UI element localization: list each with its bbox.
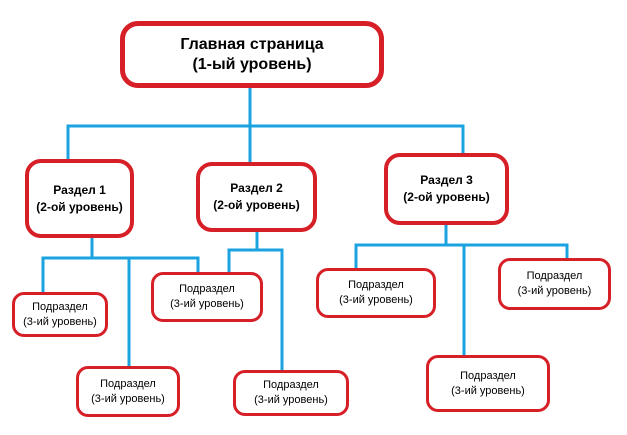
subsection-node-2: Подраздел (3-ий уровень): [76, 366, 180, 417]
node-title: Подраздел: [179, 283, 235, 295]
node-title: Подраздел: [32, 300, 88, 313]
node-title: Подраздел: [263, 379, 319, 391]
root-node-home-page: Главная страница (1-ый уровень): [120, 21, 384, 88]
node-level: (3-ий уровень): [339, 294, 413, 306]
subsection-node-6: Подраздел (3-ий уровень): [426, 355, 550, 412]
section-node-3: Раздел 3 (2-ой уровень): [384, 153, 509, 225]
node-level: (2-ой уровень): [213, 198, 300, 212]
subsection-node-5: Подраздел (3-ий уровень): [316, 268, 436, 318]
node-title: Раздел 3: [420, 173, 473, 187]
node-level: (3-ий уровень): [254, 394, 328, 406]
node-level: (3-ий уровень): [170, 298, 244, 310]
node-level: (2-ой уровень): [403, 190, 490, 204]
section-node-2: Раздел 2 (2-ой уровень): [196, 162, 317, 232]
node-level: (3-ий уровень): [23, 315, 97, 328]
node-title: Главная страница: [180, 35, 324, 53]
node-title: Подраздел: [460, 369, 516, 382]
subsection-node-1: Подраздел (3-ий уровень): [12, 292, 108, 337]
node-title: Подраздел: [100, 377, 156, 390]
section-node-1: Раздел 1 (2-ой уровень): [25, 159, 134, 238]
node-title: Подраздел: [526, 270, 583, 282]
node-title: Раздел 2: [230, 181, 283, 195]
node-level: (3-ий уровень): [451, 384, 525, 397]
node-level: (3-ий уровень): [91, 392, 165, 405]
node-level: (3-ий уровень): [517, 285, 592, 297]
node-level: (1-ый уровень): [192, 55, 312, 73]
node-title: Подраздел: [348, 279, 404, 291]
node-title: Раздел 1: [53, 182, 106, 197]
subsection-node-4: Подраздел (3-ий уровень): [233, 370, 349, 416]
subsection-node-7: Подраздел (3-ий уровень): [498, 258, 611, 310]
subsection-node-3: Подраздел (3-ий уровень): [151, 272, 263, 322]
node-level: (2-ой уровень): [36, 199, 123, 214]
